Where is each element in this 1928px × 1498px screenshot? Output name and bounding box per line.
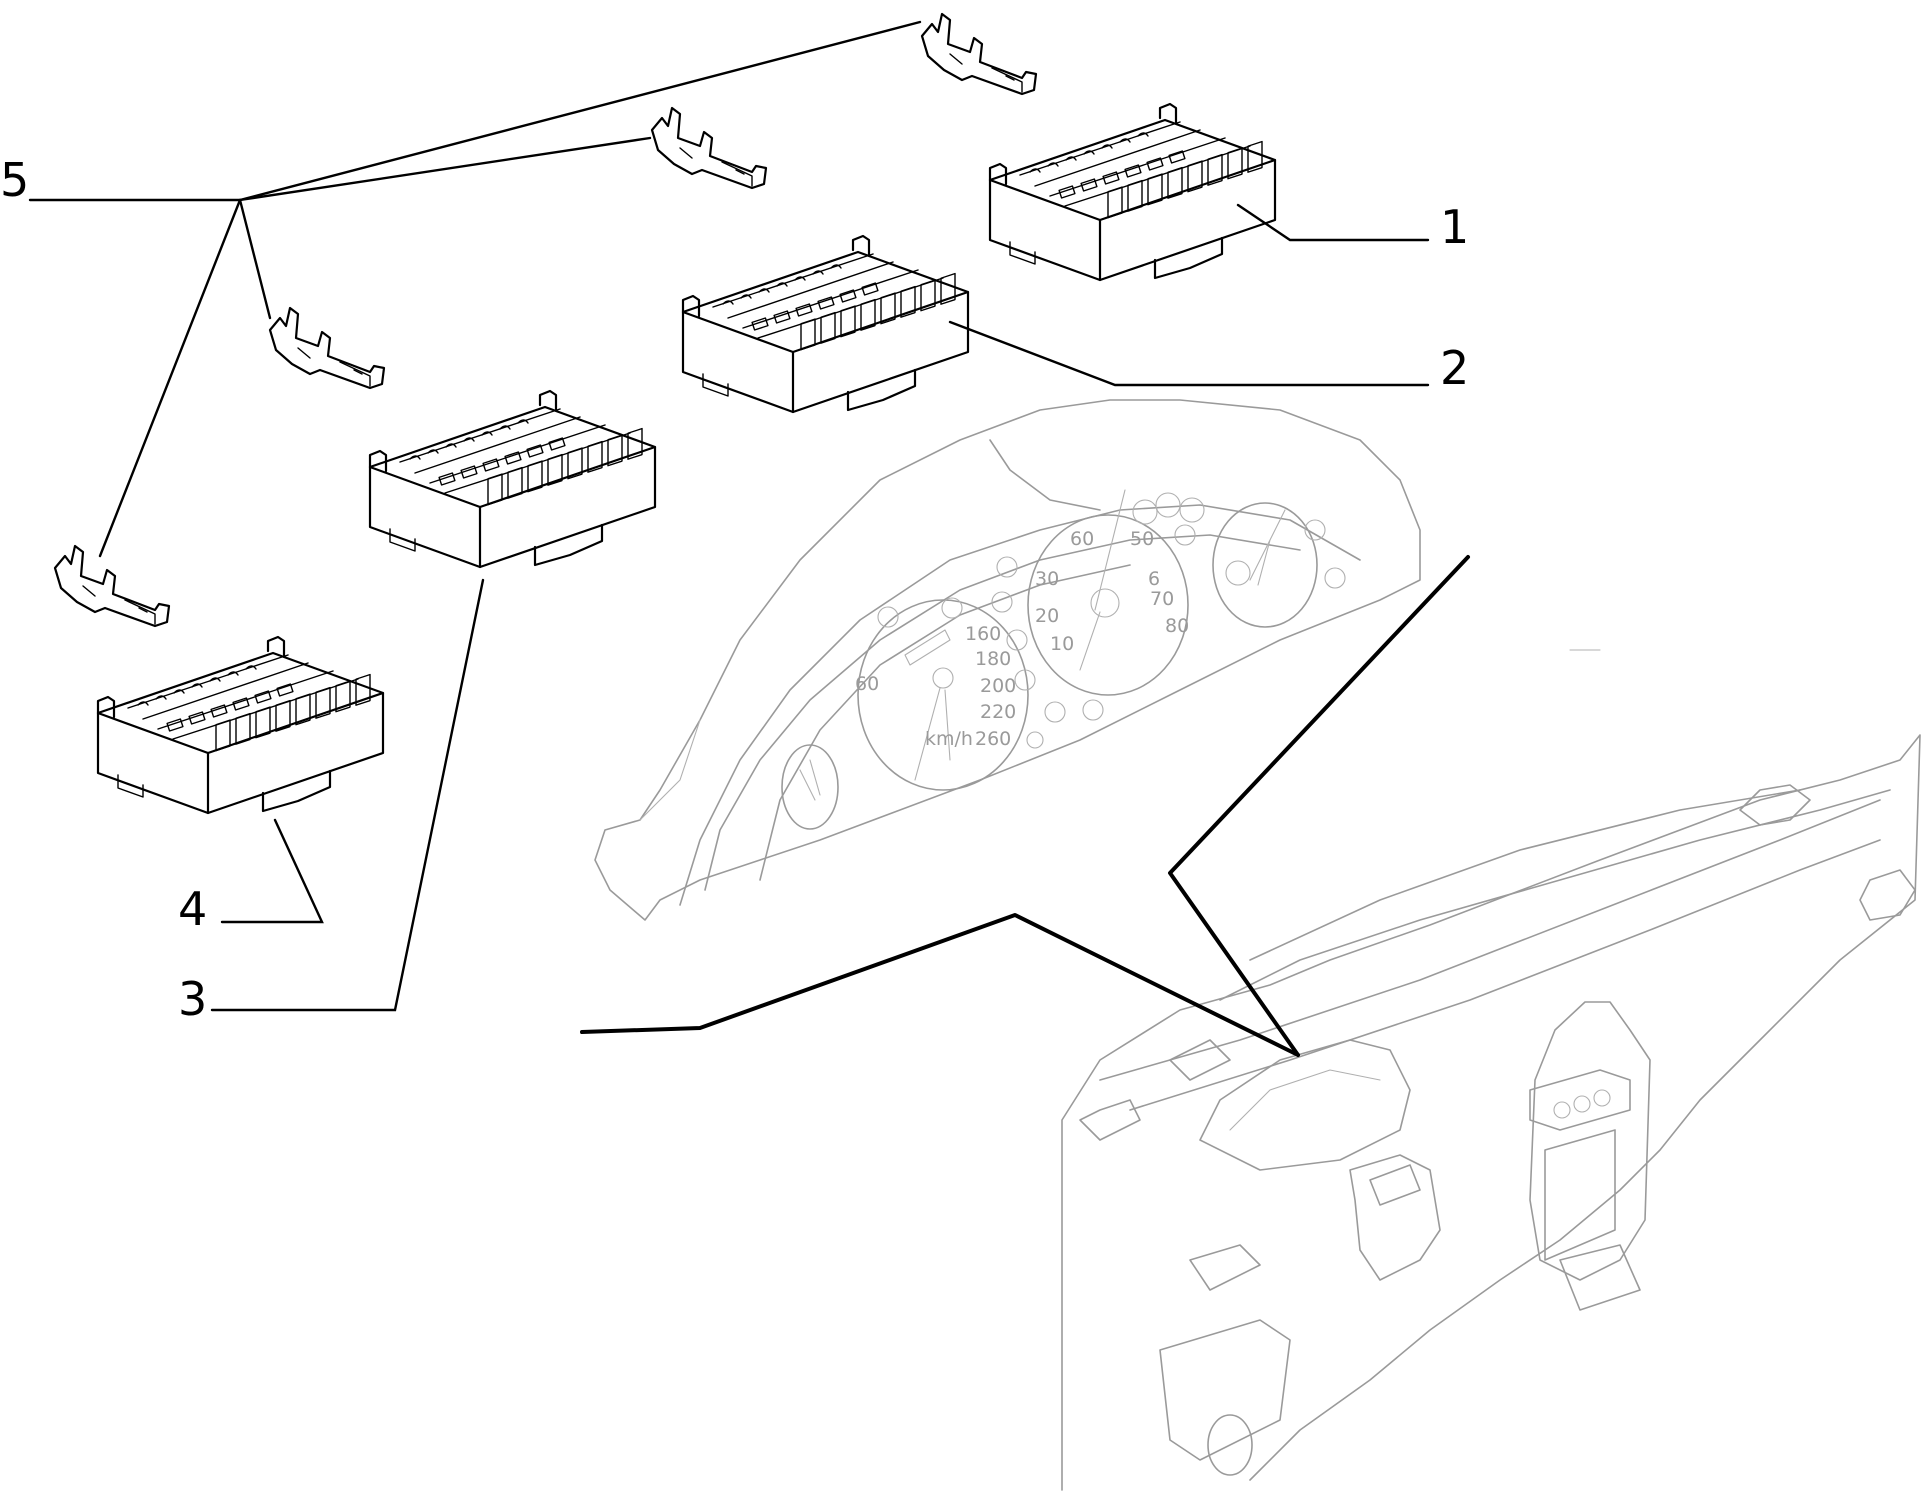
tacho-30: 30 [1035,568,1059,590]
callout-2: 2 [1440,341,1469,395]
tacho-6: 6 [1148,568,1160,590]
connector-2 [681,234,970,414]
instrument-cluster-illustration: 160 180 200 220 240 260 km/h 60 60 50 30… [594,399,1421,921]
callout-3: 3 [178,972,207,1026]
speedo-180: 180 [975,648,1011,670]
tacho-50: 50 [1130,528,1154,550]
speedo-260: 260 [975,728,1011,750]
tacho-70: 70 [1150,588,1174,610]
leader-lines [28,20,1430,1012]
tacho-80: 80 [1165,615,1189,637]
terminal-c [268,306,386,390]
speedo-220: 220 [980,701,1016,723]
callout-5: 5 [0,153,29,207]
connector-4 [96,635,385,815]
callout-4: 4 [178,882,207,936]
terminal-d [53,544,171,628]
pointer-lines [580,555,1470,1057]
speedo-60: 60 [855,673,879,695]
tacho-10: 10 [1050,633,1074,655]
speedo-160: 160 [965,623,1001,645]
terminal-a [920,12,1038,96]
dashboard-illustration [1061,649,1921,1491]
terminal-b [650,106,768,190]
tacho-20: 20 [1035,605,1059,627]
speedo-unit: km/h [925,728,973,750]
speedo-200: 200 [980,675,1016,697]
tacho-60: 60 [1070,528,1094,550]
connector-1 [988,102,1277,282]
callout-1: 1 [1440,200,1469,254]
callouts: 1 2 3 4 5 [0,153,1469,1026]
connector-3 [368,389,657,569]
